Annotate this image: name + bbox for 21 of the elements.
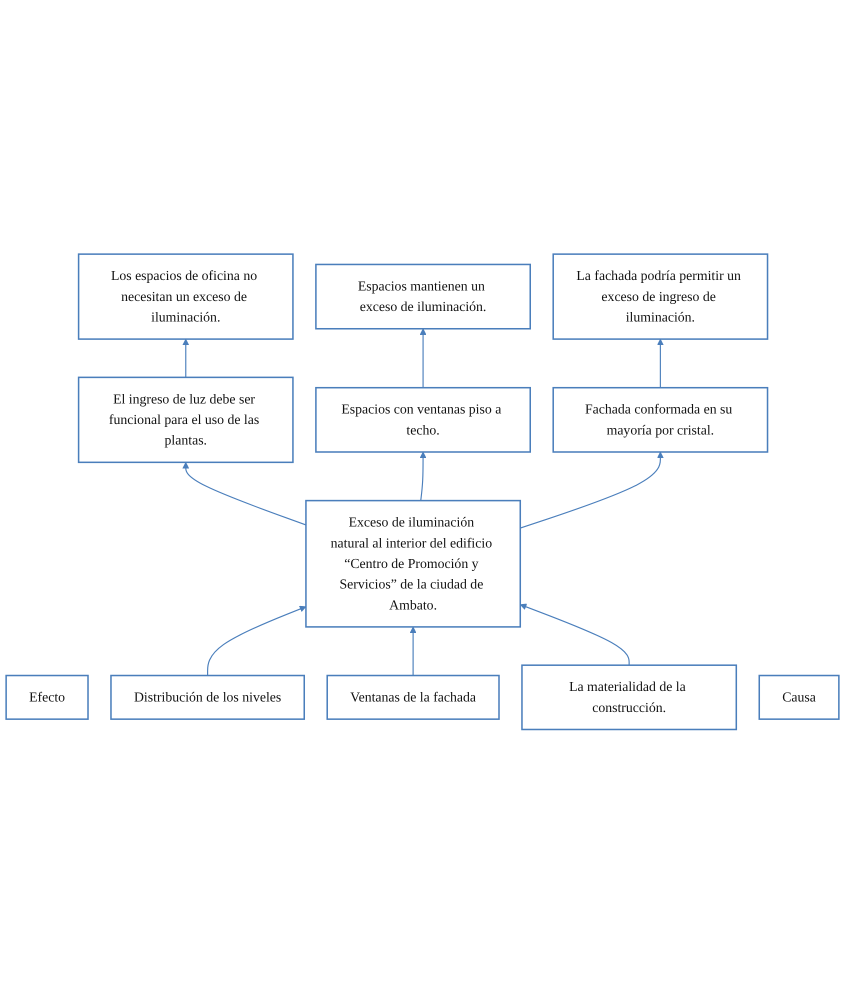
node-box: Espacios con ventanas piso a techo. xyxy=(315,386,531,452)
arrow xyxy=(420,328,426,388)
node-box: Causa xyxy=(758,674,840,720)
node-box: Distribución de los niveles xyxy=(110,674,305,720)
arrow xyxy=(207,606,306,676)
arrow xyxy=(657,338,664,388)
arrow xyxy=(420,451,426,500)
node-box: Efecto xyxy=(5,674,89,720)
node-box: El ingreso de luz debe ser funcional para el uso de las plantas. xyxy=(78,376,294,463)
node-box: Espacios mantienen un exceso de iluminación. xyxy=(315,263,531,330)
arrow xyxy=(520,451,664,528)
node-box: La fachada podría permitir un exceso de ingreso de iluminación. xyxy=(552,253,768,340)
arrow xyxy=(520,603,630,665)
node-box: Fachada conformada en su mayoría por cristal. xyxy=(552,386,768,452)
node-box: Los espacios de oficina no necesitan un exceso de iluminación. xyxy=(78,253,294,340)
arrow xyxy=(182,338,190,378)
arrow xyxy=(410,626,416,676)
node-box: La materialidad de la construcción. xyxy=(521,664,738,730)
node-box: Ventanas de la fachada xyxy=(326,674,500,720)
node-box: Exceso de iluminación natural al interior del edificio “Centro de Promoción y Servicios” de la ciudad de Ambato. xyxy=(305,500,522,628)
arrow xyxy=(182,462,306,526)
